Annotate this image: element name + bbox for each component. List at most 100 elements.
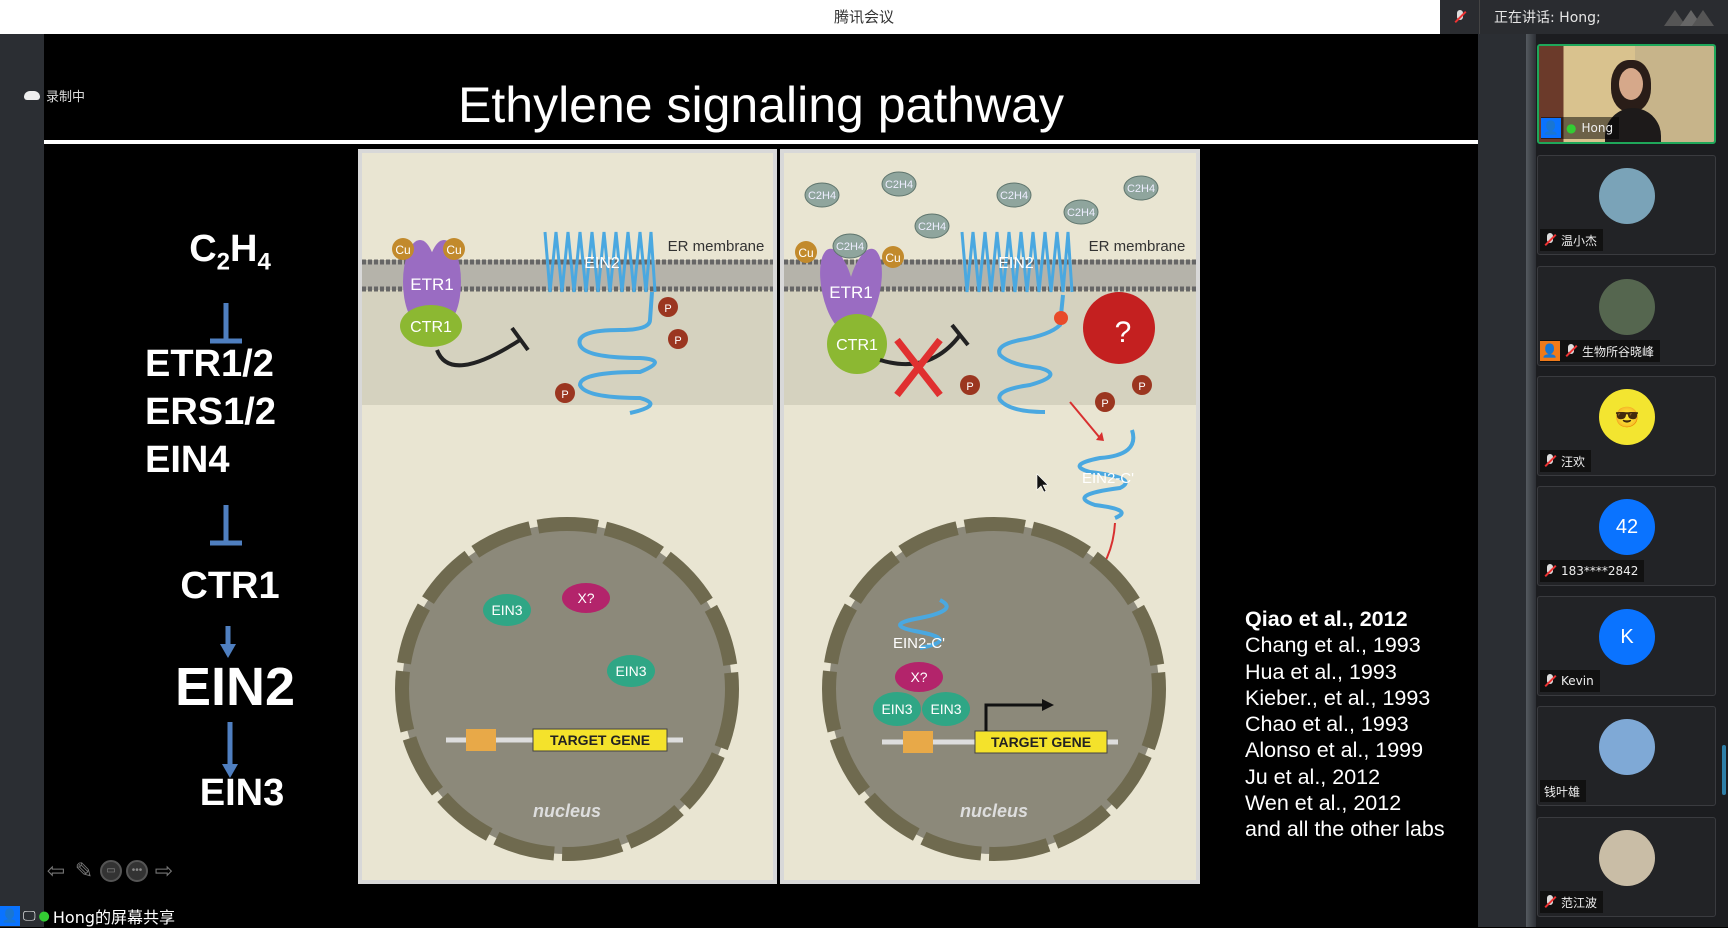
host-icon: 👤 (1541, 118, 1561, 138)
panel-ethylene-present: ER membrane ETR1 C2H4C2H4C2H4C2H4C2H4C2H… (780, 149, 1200, 884)
pathway-diagram: ER membrane Cu Cu ETR1 CTR1 EIN2 P P P E… (210, 149, 1200, 884)
muted-mic-icon[interactable] (1440, 0, 1480, 34)
mic-icon: ● (1566, 121, 1577, 135)
more-icon[interactable]: ••• (126, 860, 148, 882)
c2h4-label: C2H4 (808, 190, 836, 202)
ethylene-molecule (804, 182, 840, 208)
avatar (1599, 279, 1655, 335)
left-strip (0, 34, 44, 927)
participant-name: 汪欢 (1561, 454, 1586, 469)
reference: Qiao et al., 2012 (1245, 607, 1408, 631)
pathway-ein2: EIN2 (174, 657, 296, 717)
ein2-label: EIN2 (584, 255, 620, 272)
participant-name: Hong (1581, 121, 1614, 135)
pathway-connectors (210, 303, 242, 778)
reference: Hua et al., 1993 (1245, 659, 1397, 684)
cohost-icon: 👤 (1540, 341, 1560, 361)
sidebar-scrollbar[interactable] (1722, 745, 1726, 795)
participant-name: 183****2842 (1561, 564, 1639, 578)
target-gene-label: TARGET GENE (991, 734, 1091, 750)
participant-name: 钱叶雄 (1544, 784, 1581, 799)
pencil-icon[interactable]: ✎ (74, 858, 94, 883)
ein2c-label: EIN2-C' (1082, 470, 1134, 487)
phosphate-label: P (674, 335, 681, 347)
recording-indicator[interactable]: 录制中 (24, 86, 85, 105)
pathway-c2h4: C2H4 (189, 228, 271, 276)
cu-label: Cu (446, 243, 461, 257)
ethylene-molecule (832, 233, 868, 259)
participant-tile[interactable]: 钱叶雄 (1537, 706, 1716, 806)
screen-share-icon: 🖵 (23, 908, 36, 924)
cu-label: Cu (395, 243, 410, 257)
avatar (1599, 719, 1655, 775)
er-membrane-label: ER membrane (1089, 238, 1186, 255)
pathway-ein3: EIN3 (199, 772, 285, 814)
question-label: ? (1115, 316, 1132, 349)
recording-label: 录制中 (46, 90, 86, 105)
ethylene-molecule (881, 171, 917, 197)
app-title: 腾讯会议 (833, 8, 894, 26)
phosphate-label: P (1138, 381, 1145, 393)
previous-icon[interactable]: ⇦ (46, 858, 66, 883)
phosphate-label: P (664, 303, 671, 315)
reference: Alonso et al., 1999 (1245, 738, 1424, 763)
participant-tile[interactable]: 😎 汪欢 (1537, 376, 1716, 476)
reference: Ju et al., 2012 (1245, 764, 1381, 789)
reference: Chang et al., 1993 (1245, 633, 1421, 658)
participant-name: 范江波 (1561, 895, 1598, 910)
x-label: X? (577, 590, 594, 606)
er-membrane-label: ER membrane (668, 238, 765, 255)
nucleus (822, 517, 1166, 861)
muted-mic-icon (1544, 564, 1556, 578)
nucleus-label: nucleus (960, 801, 1028, 821)
phosphate-label: P (1101, 398, 1108, 410)
pathway-ctr1: CTR1 (180, 565, 280, 607)
reference: and all the other labs (1245, 817, 1445, 842)
muted-mic-icon (1544, 454, 1556, 468)
target-gene-label: TARGET GENE (550, 732, 650, 748)
muted-mic-icon (1544, 895, 1556, 909)
participant-tile[interactable]: 👤 ● Hong (1537, 44, 1716, 144)
phosphate-label: P (966, 381, 973, 393)
c2h4-label: C2H4 (918, 221, 946, 233)
ein3-label: EIN3 (881, 701, 912, 717)
c2h4-label: C2H4 (1067, 207, 1095, 219)
share-label: Hong的屏幕共享 (52, 908, 176, 927)
panel-ethylene-absent: ER membrane Cu Cu ETR1 CTR1 EIN2 P P P E… (358, 149, 777, 884)
ein3-label: EIN3 (491, 602, 522, 618)
pathway-receptor: EIN4 (145, 439, 230, 481)
next-icon[interactable]: ⇨ (154, 858, 174, 883)
share-status-bar: 👤 🖵 ● Hong的屏幕共享 (0, 905, 300, 927)
ethylene-molecule (1123, 175, 1159, 201)
participant-video (1539, 46, 1714, 142)
avatar (1599, 830, 1655, 886)
reference: Kieber., et al., 1993 (1245, 685, 1431, 710)
avatar: 😎 (1599, 389, 1655, 445)
ein2c-label: EIN2-C' (893, 635, 945, 652)
avatar (1599, 168, 1655, 224)
reference: Chao et al., 1993 (1245, 712, 1409, 737)
muted-mic-icon (1544, 674, 1556, 688)
ctr1-label: CTR1 (410, 319, 452, 336)
participant-tile[interactable]: 范江波 (1537, 817, 1716, 917)
pathway-receptor: ERS1/2 (145, 391, 276, 433)
title-divider (44, 140, 1478, 144)
tencent-meeting-logo-icon (1664, 10, 1714, 26)
participant-tile[interactable]: 温小杰 (1537, 155, 1716, 255)
ein3-label: EIN3 (615, 663, 646, 679)
ethylene-molecule (1063, 199, 1099, 225)
etr1-label: ETR1 (410, 275, 453, 294)
c2h4-label: C2H4 (1127, 183, 1155, 195)
c2h4-label: C2H4 (836, 241, 864, 253)
avatar: K (1599, 609, 1655, 665)
mic-icon: ● (38, 908, 50, 924)
etr1-label: ETR1 (829, 283, 872, 302)
cu-label: Cu (798, 246, 813, 260)
participant-tile[interactable]: 👤生物所谷晓峰 (1537, 266, 1716, 366)
ctr1-label: CTR1 (836, 337, 878, 354)
nucleus-label: nucleus (533, 801, 601, 821)
screen-icon[interactable]: ▭ (100, 860, 122, 882)
